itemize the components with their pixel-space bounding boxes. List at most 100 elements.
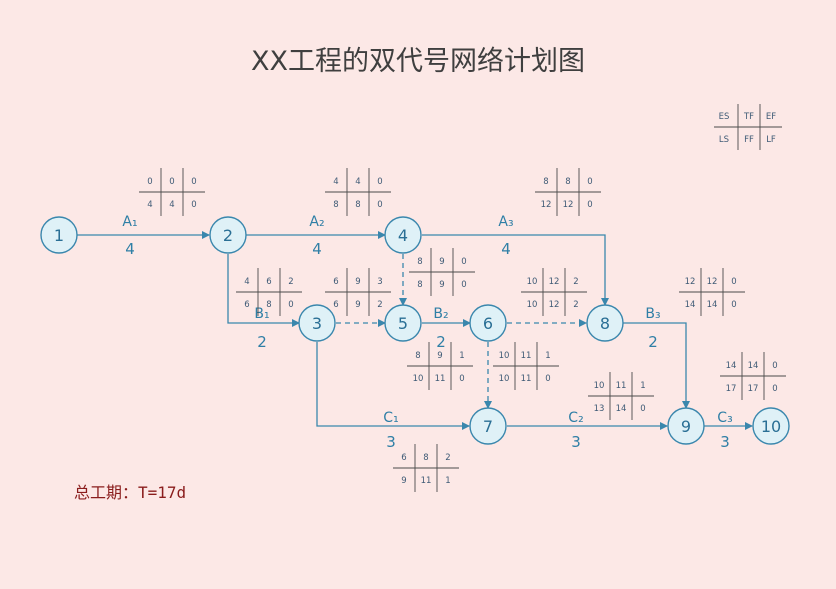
activity-labels: A₁ 4 A₂ 4 A₃ 4 B₁ 2 B₂ 2 B₃ 2 C₁ 3 C₂ 3 … [122,214,732,451]
time-value-tf: 12 [707,277,718,287]
time-value-ef: 2 [445,453,450,463]
node-5: 5 [384,304,422,342]
node-label: 8 [600,314,610,333]
arrow-b1 [227,254,300,327]
time-value-tf: 11 [521,351,532,361]
time-value-tf: 12 [549,277,560,287]
node-label: 5 [398,314,408,333]
node-label: 6 [483,314,493,333]
time-value-lf: 0 [461,280,466,290]
time-value-tf: 4 [355,177,360,187]
activity-duration-a1: 4 [125,240,135,258]
arrow-a3 [422,234,609,306]
time-value-ef: 3 [377,277,382,287]
time-value-ls: 4 [147,200,152,210]
time-value-ff: 14 [707,300,718,310]
node-1: 1 [40,216,78,254]
time-value-tf: 9 [355,277,360,287]
activity-name-c3: C₃ [717,410,732,426]
time-value-ls: 6 [244,300,249,310]
time-value-ff: 12 [563,200,574,210]
activity-duration-b1: 2 [257,333,267,351]
time-value-es: 10 [527,277,538,287]
time-value-ef: 2 [573,277,578,287]
legend-ef: EF [766,112,776,122]
node-label: 2 [223,226,233,245]
time-value-ff: 9 [439,280,444,290]
time-value-lf: 0 [545,374,550,384]
time-value-lf: 1 [445,476,450,486]
legend-ff: FF [744,135,754,145]
activity-duration-c1: 3 [386,433,396,451]
time-value-tf: 8 [565,177,570,187]
time-value-ef: 1 [459,351,464,361]
node-4: 4 [384,216,422,254]
time-value-tf: 8 [423,453,428,463]
node-8: 8 [586,304,624,342]
activity-duration-b3: 2 [648,333,658,351]
node-label: 3 [312,314,322,333]
time-value-es: 8 [417,257,422,267]
time-value-lf: 2 [573,300,578,310]
time-value-ls: 9 [401,476,406,486]
time-value-ls: 8 [333,200,338,210]
time-value-ff: 11 [435,374,446,384]
node-label: 1 [54,226,64,245]
total-duration: 总工期：T=17d [74,483,186,502]
node-label: 10 [761,417,781,436]
time-value-es: 4 [244,277,249,287]
arrows [77,231,753,430]
activity-duration-a3: 4 [501,240,511,258]
time-value-ff: 8 [266,300,271,310]
time-value-ff: 4 [169,200,174,210]
node-label: 9 [681,417,691,436]
time-value-es: 10 [594,381,605,391]
legend-tf: TF [743,112,754,122]
time-value-es: 6 [401,453,406,463]
node-3: 3 [298,304,336,342]
node-label: 7 [483,417,493,436]
node-2: 2 [209,216,247,254]
time-value-ls: 10 [413,374,424,384]
time-value-tf: 0 [169,177,174,187]
activity-duration-c3: 3 [720,433,730,451]
activity-name-c2: C₂ [568,410,583,426]
time-value-lf: 0 [772,384,777,394]
time-value-tf: 11 [616,381,627,391]
legend-ls: LS [719,135,729,145]
nodes: 1 2 3 4 5 6 7 8 9 10 [40,216,790,445]
time-value-es: 4 [333,177,338,187]
node-10: 10 [752,407,790,445]
activity-duration-b2: 2 [436,333,446,351]
arrow-c1 [316,342,470,430]
activity-name-a1: A₁ [122,214,137,230]
activity-duration-a2: 4 [312,240,322,258]
arrow-b3 [623,322,690,409]
time-value-lf: 0 [731,300,736,310]
time-value-lf: 0 [377,200,382,210]
node-label: 4 [398,226,408,245]
time-value-ff: 11 [421,476,432,486]
node-7: 7 [469,407,507,445]
activity-duration-c2: 3 [571,433,581,451]
node-6: 6 [469,304,507,342]
time-value-ef: 1 [545,351,550,361]
time-value-lf: 2 [377,300,382,310]
time-value-es: 8 [415,351,420,361]
activity-name-b3: B₃ [645,306,660,322]
time-value-ls: 14 [685,300,696,310]
time-value-lf: 0 [640,404,645,414]
time-value-ef: 1 [640,381,645,391]
time-value-lf: 0 [587,200,592,210]
diagram-title: XX工程的双代号网络计划图 [251,46,585,77]
time-value-es: 10 [499,351,510,361]
time-value-ef: 0 [731,277,736,287]
time-value-ls: 17 [726,384,737,394]
